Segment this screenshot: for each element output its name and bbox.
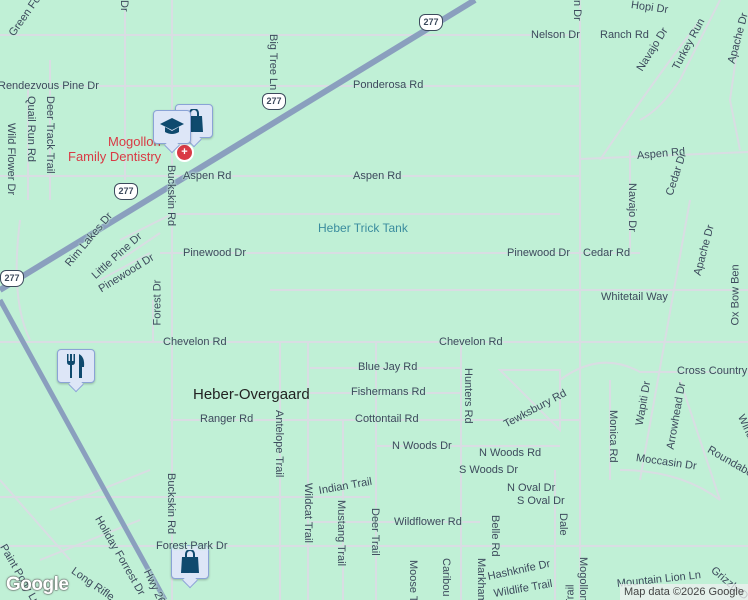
road-label: Aspen Rd — [183, 170, 232, 182]
road-label: Fishermans Rd — [351, 386, 426, 398]
road-label: Belle Rd — [489, 515, 501, 557]
road-label: N Woods Dr — [392, 440, 452, 452]
water-feature-label: Heber Trick Tank — [318, 221, 408, 236]
road-label: Ponderosa Rd — [353, 79, 424, 91]
road-label: Antelope Trail — [273, 410, 285, 478]
restaurant-marker[interactable] — [57, 349, 95, 383]
road-label: Monica Rd — [607, 410, 619, 463]
road-label: Mogollon — [577, 557, 589, 600]
road-label: Cottontail Rd — [355, 413, 419, 425]
road-label: Trail — [564, 584, 577, 600]
shopping-marker[interactable] — [171, 545, 209, 579]
road-label: Nelson Dr — [531, 29, 580, 41]
road-label: Dale — [557, 513, 569, 536]
road-label: Cross Country — [677, 365, 748, 377]
road-label: Markham — [475, 558, 487, 600]
road-label: Pinewood Dr — [183, 247, 246, 259]
road-label: Navajo Dr — [626, 183, 638, 232]
shopping-bag-icon — [181, 550, 199, 573]
road-label: Moose T — [407, 560, 419, 600]
road-label: Ranch Rd — [600, 29, 649, 41]
road-label: Buckskin Rd — [165, 165, 177, 227]
road-label: Dr — [118, 0, 130, 12]
road-label: Blue Jay Rd — [358, 361, 418, 373]
dentist-name-line2: Family Dentistry — [68, 148, 162, 164]
road-label: Pinewood Dr — [507, 247, 570, 259]
highway-277-shield: 277 — [419, 14, 443, 31]
highway-277-shield: 277 — [114, 183, 138, 200]
school-marker[interactable] — [153, 110, 191, 144]
road-label: Whitetail Way — [601, 291, 668, 303]
road-label: N Oval Dr — [507, 482, 556, 494]
road-label: Forest Dr — [151, 279, 164, 326]
graduation-cap-icon — [160, 118, 184, 134]
highway-277-shield: 277 — [262, 93, 286, 110]
road-label: Cedar Rd — [583, 247, 631, 259]
dentist-poi-label[interactable]: Mogollon Family Dentistry — [68, 134, 162, 165]
road-label: Big Tree Ln — [267, 34, 279, 91]
road-label: Rendezvous Pine Dr — [0, 80, 99, 92]
road-label: Chevelon Rd — [163, 336, 227, 348]
road-label: Wild Flower Dr — [5, 123, 17, 196]
road-label: Deer Trail — [369, 508, 381, 556]
road-label: Ranger Rd — [200, 413, 254, 425]
road-label: Buckskin Rd — [165, 473, 177, 535]
road-label: S Woods Dr — [459, 464, 519, 476]
road-label: Quail Run Rd — [25, 96, 37, 163]
water-feature-name: Heber Trick Tank — [318, 221, 408, 235]
road-label: Aspen Rd — [353, 170, 402, 182]
fork-knife-icon — [67, 354, 85, 378]
road-label: Deer Track Trail — [44, 96, 56, 174]
medical-cross-icon[interactable]: + — [175, 143, 194, 162]
highway-277-shield: 277 — [0, 270, 24, 287]
road-label: S Oval Dr — [517, 495, 565, 507]
road-label: Wildflower Rd — [394, 516, 462, 528]
town-label: Heber-Overgaard — [193, 386, 310, 403]
road-label: Forest Park Dr — [156, 540, 228, 552]
road-label: Hunters Rd — [462, 368, 474, 424]
road-label: Chevelon Rd — [439, 336, 503, 348]
road-label: N Woods Rd — [479, 447, 542, 459]
road-label: Wildcat Trail — [302, 483, 314, 543]
road-label: Mustang Trail — [335, 500, 347, 567]
road-label: n Dr — [571, 0, 583, 21]
google-logo: Google — [6, 574, 69, 595]
map-attribution[interactable]: Map data ©2026 Google — [619, 584, 748, 600]
road-label: Ox Bow Ben — [729, 264, 742, 326]
road-label: Caribou — [440, 558, 452, 597]
dentist-name-line1: Mogollon — [108, 134, 161, 149]
